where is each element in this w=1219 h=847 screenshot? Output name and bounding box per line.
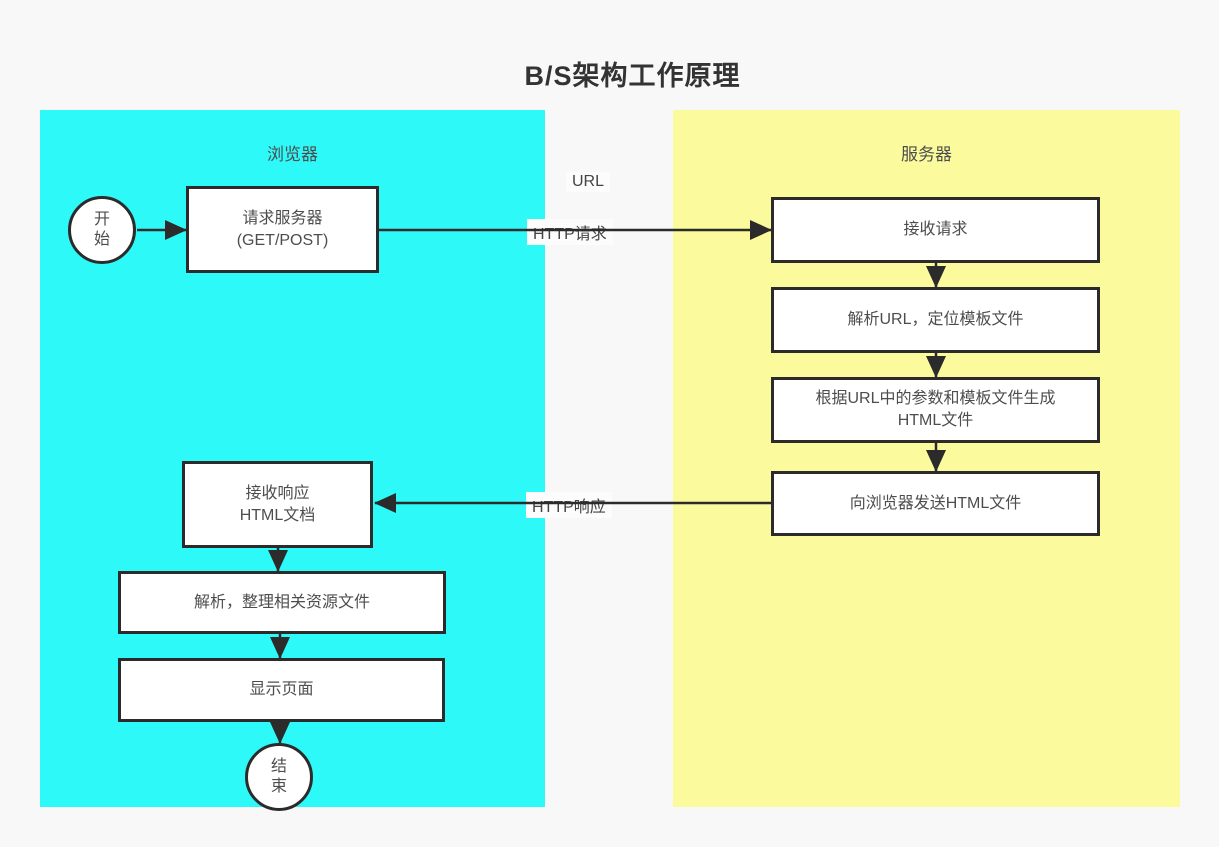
node-receive-response: 接收响应 HTML文档 bbox=[182, 461, 373, 548]
node-end: 结 束 bbox=[245, 743, 313, 811]
node-parse-resources: 解析，整理相关资源文件 bbox=[118, 571, 446, 634]
http-response-edge-label: HTTP响应 bbox=[526, 492, 612, 518]
url-edge-label: URL bbox=[566, 172, 611, 192]
node-start: 开 始 bbox=[68, 196, 136, 264]
http-request-edge-label: HTTP请求 bbox=[527, 219, 613, 245]
node-receive-request: 接收请求 bbox=[771, 197, 1100, 263]
browser-region-label: 浏览器 bbox=[267, 145, 318, 164]
diagram-title: B/S架构工作原理 bbox=[524, 61, 741, 91]
node-parse-url: 解析URL，定位模板文件 bbox=[771, 287, 1100, 353]
server-region-label: 服务器 bbox=[901, 145, 952, 164]
node-generate-html: 根据URL中的参数和模板文件生成 HTML文件 bbox=[771, 377, 1100, 443]
node-display-page: 显示页面 bbox=[118, 658, 445, 722]
node-send-html: 向浏览器发送HTML文件 bbox=[771, 471, 1100, 536]
node-request-server: 请求服务器 (GET/POST) bbox=[186, 186, 379, 273]
